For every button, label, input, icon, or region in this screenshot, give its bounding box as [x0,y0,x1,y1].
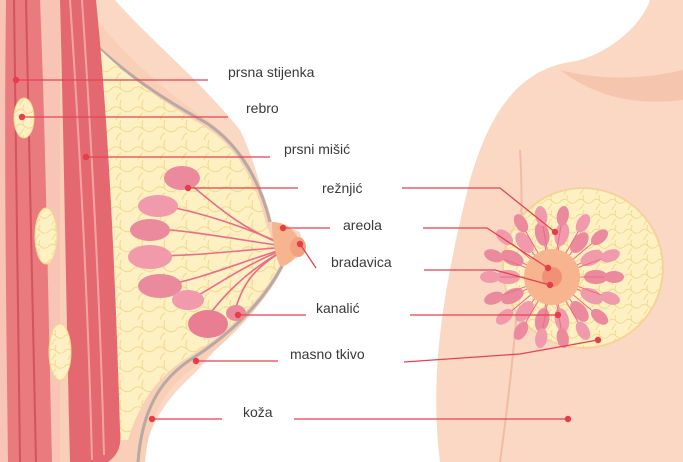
dot [13,77,19,83]
front-lobule [480,271,500,283]
dot [280,225,286,231]
rib [35,208,57,264]
label-fatty-tissue: masno tkivo [290,346,365,362]
dot [565,416,571,422]
label-lobule: režnjić [322,180,362,196]
dot [547,282,553,288]
pointer-nipple-left [300,244,316,268]
lobule [130,219,170,241]
dot [19,114,25,120]
dot [595,337,601,343]
label-areola: areola [343,217,382,233]
label-skin: koža [243,404,273,420]
dot [185,185,191,191]
dot [149,416,155,422]
lobule [188,310,228,338]
label-duct: kanalić [316,300,360,316]
nipple-section [290,237,306,257]
dot [555,312,561,318]
dot [235,312,241,318]
front-view [436,0,683,462]
front-lobule [604,271,624,283]
rib [49,324,71,380]
label-chest-wall: prsna stijenka [228,64,314,80]
dot [193,358,199,364]
lobule [138,195,178,217]
dot [552,229,558,235]
label-nipple: bradavica [331,254,392,270]
label-pectoral-muscle: prsni mišić [284,141,350,157]
lobule [164,166,200,190]
dot [83,154,89,160]
dot [545,265,551,271]
dot [297,241,303,247]
lobule [128,245,172,269]
label-rib: rebro [246,100,279,116]
lobule [172,290,204,310]
